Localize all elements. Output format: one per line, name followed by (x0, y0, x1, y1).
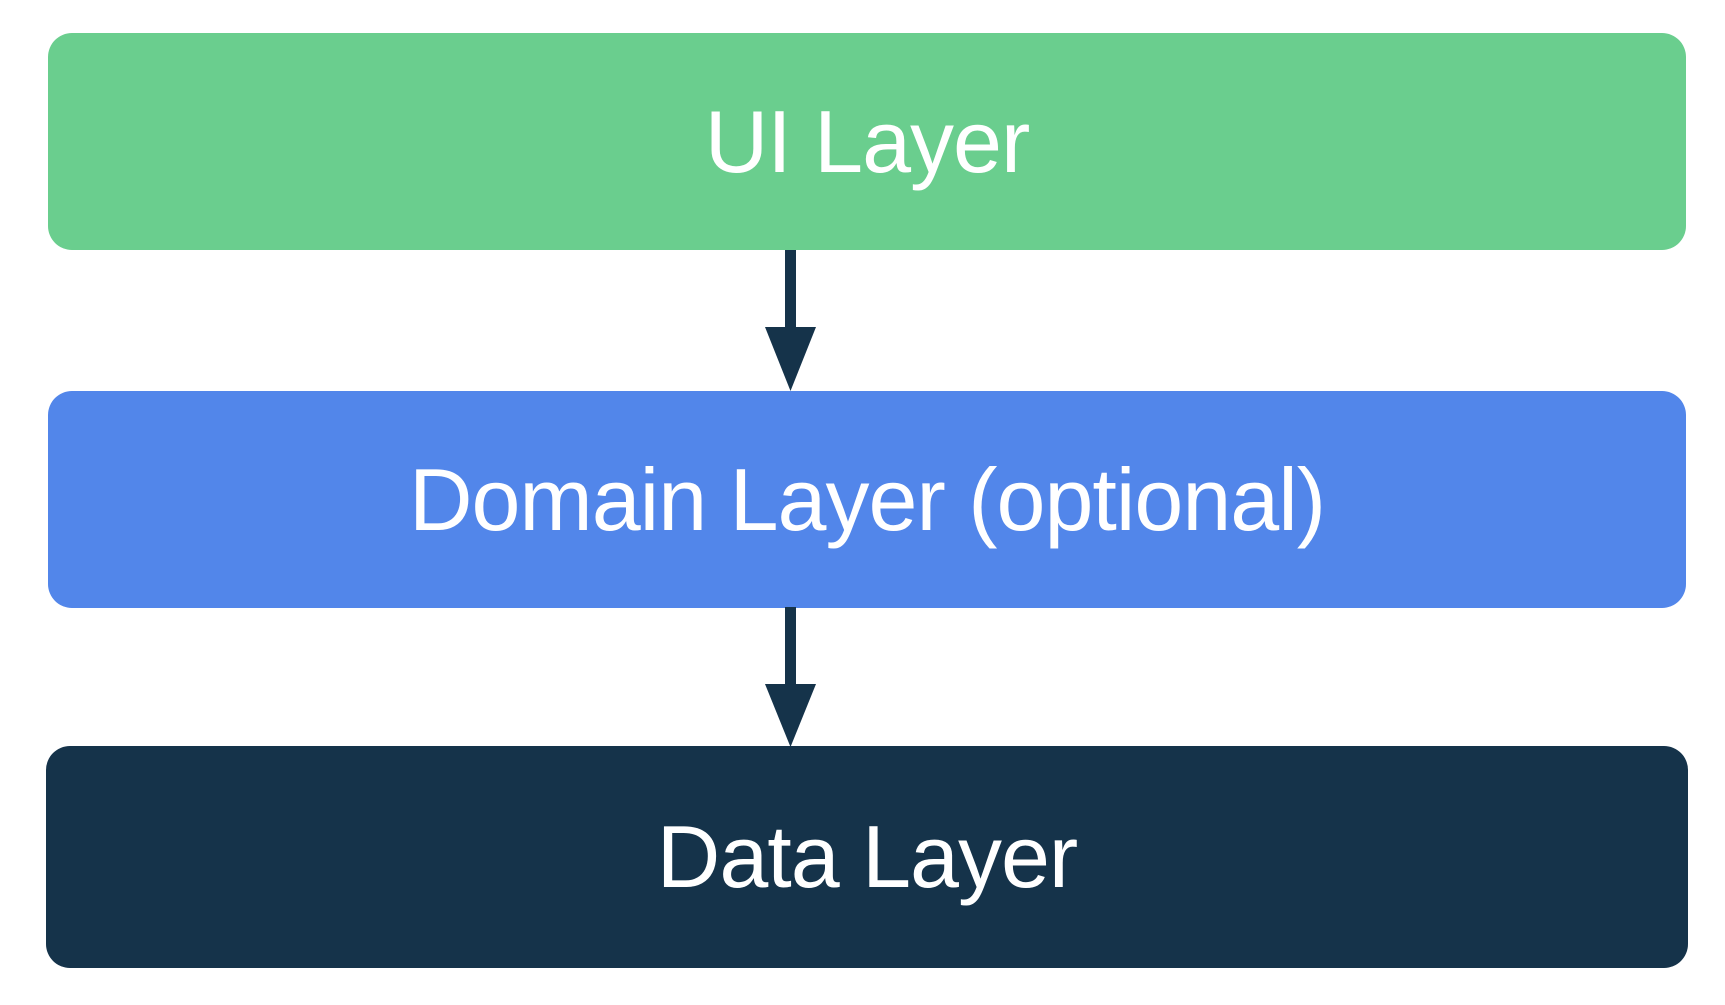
layer-box-ui[interactable]: UI Layer (48, 33, 1686, 250)
layer-box-domain[interactable]: Domain Layer (optional) (48, 391, 1686, 608)
layer-label-ui: UI Layer (704, 91, 1031, 191)
layer-label-domain: Domain Layer (optional) (408, 449, 1326, 549)
layer-box-data[interactable]: Data Layer (46, 746, 1688, 968)
arrow-domain-to-data-shape (765, 607, 816, 747)
arrow-ui-to-domain-shape (765, 250, 816, 391)
layer-label-data: Data Layer (656, 807, 1078, 906)
